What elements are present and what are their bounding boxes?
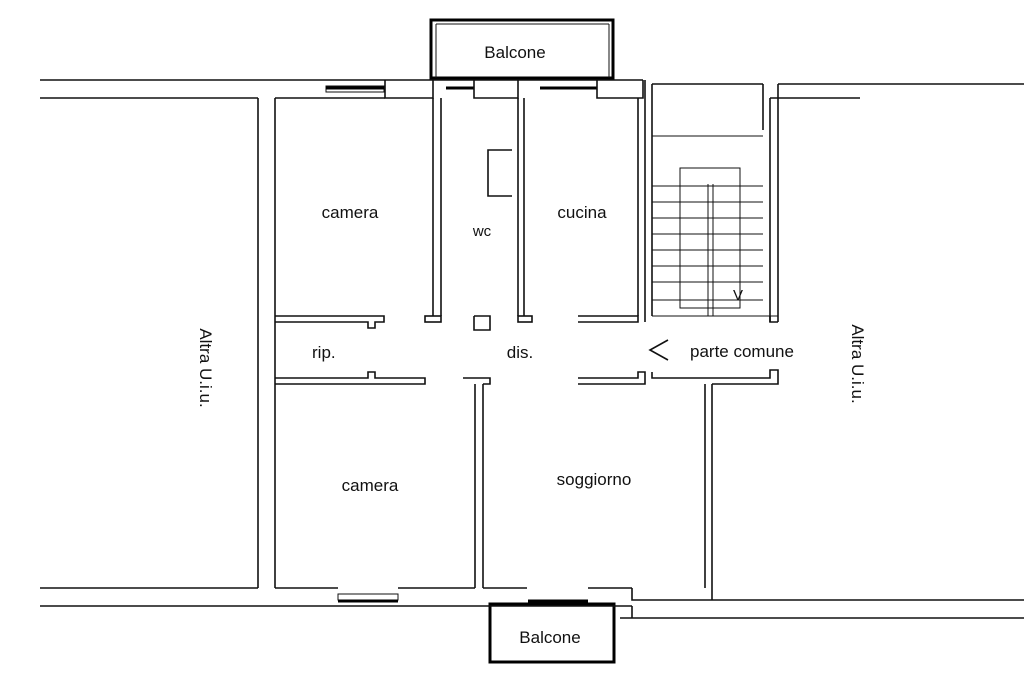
interior-walls (275, 80, 713, 600)
bedroom-bottom-label: camera (342, 476, 399, 495)
arrow-left-icon (648, 339, 669, 361)
other-unit-right-label: Altra U.i.u. (848, 324, 867, 403)
storage-label: rip. (312, 343, 336, 362)
balcony-top (429, 18, 615, 80)
common-area-label: parte comune (690, 342, 794, 361)
outer-walls (40, 79, 1024, 619)
balcony-top-label: Balcone (484, 43, 545, 62)
other-unit-left-label: Altra U.i.u. (196, 328, 215, 407)
balcony-bottom-label: Balcone (519, 628, 580, 647)
wc-label: wc (472, 223, 492, 240)
kitchen-label: cucina (557, 203, 607, 222)
living-room-label: soggiorno (557, 470, 632, 489)
hallway-label: dis. (507, 343, 533, 362)
stairwell (651, 83, 1024, 385)
bedroom-top-label: camera (322, 203, 379, 222)
stair-direction-mark: V (733, 287, 743, 304)
balcony-bottom (488, 602, 616, 664)
